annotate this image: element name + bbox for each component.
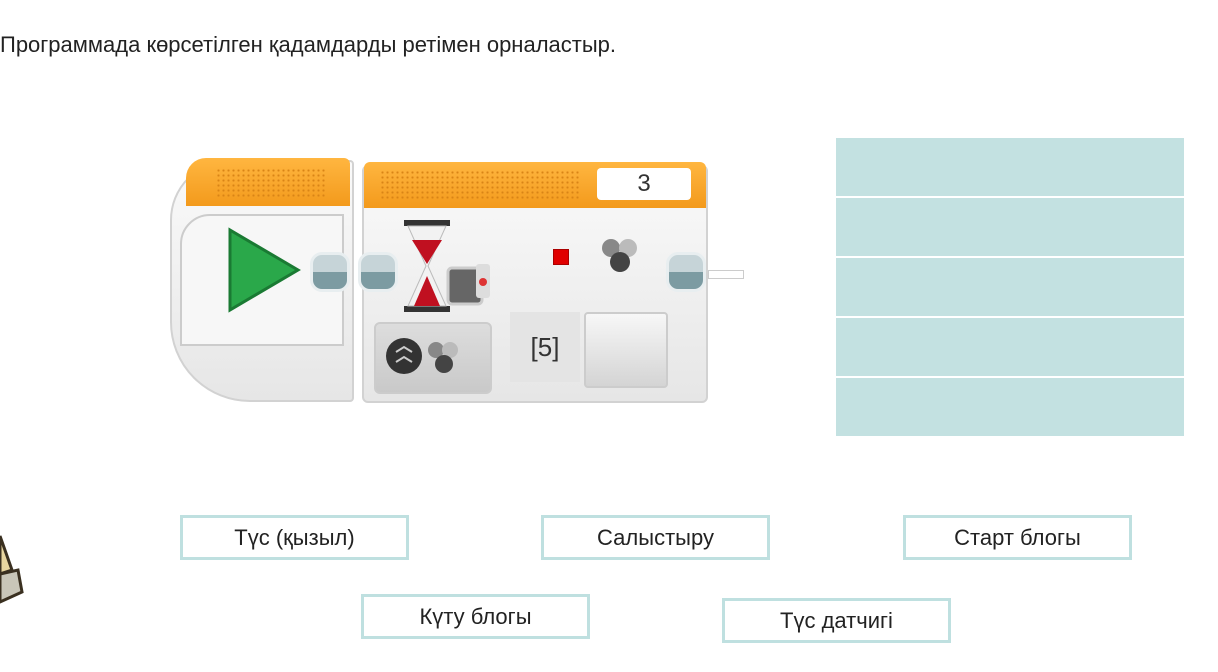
drop-zone-4[interactable] bbox=[836, 318, 1184, 376]
output-plug bbox=[584, 312, 668, 388]
play-icon bbox=[228, 227, 301, 313]
book-icon bbox=[0, 535, 24, 604]
chip-compare[interactable]: Салыстыру bbox=[541, 515, 770, 560]
start-output-connector bbox=[310, 252, 350, 292]
compare-value[interactable]: [5] bbox=[510, 312, 580, 382]
instruction-text: Программада көрсетілген қадамдарды ретім… bbox=[0, 32, 616, 57]
color-mode-icon bbox=[602, 239, 637, 272]
drop-zone-5[interactable] bbox=[836, 378, 1184, 436]
drop-zone-2[interactable] bbox=[836, 198, 1184, 256]
answer-drop-zones bbox=[836, 138, 1184, 436]
color-sensor-icon bbox=[446, 264, 490, 306]
chip-color-red[interactable]: Түс (қызыл) bbox=[180, 515, 409, 560]
chip-start-block[interactable]: Старт блогы bbox=[903, 515, 1132, 560]
drop-zone-1[interactable] bbox=[836, 138, 1184, 196]
drop-zone-3[interactable] bbox=[836, 258, 1184, 316]
red-color-indicator bbox=[553, 249, 569, 265]
chip-color-sensor[interactable]: Түс датчигі bbox=[722, 598, 951, 643]
header-texture bbox=[380, 170, 580, 200]
header-texture bbox=[216, 168, 326, 198]
compare-mode-icon bbox=[386, 338, 458, 374]
wait-output-connector bbox=[666, 252, 706, 292]
hourglass-icon bbox=[404, 220, 450, 312]
port-selector[interactable]: 3 bbox=[597, 168, 691, 200]
wait-input-connector bbox=[358, 252, 398, 292]
sequence-wire bbox=[708, 270, 744, 279]
chip-wait-block[interactable]: Күту блогы bbox=[361, 594, 590, 639]
